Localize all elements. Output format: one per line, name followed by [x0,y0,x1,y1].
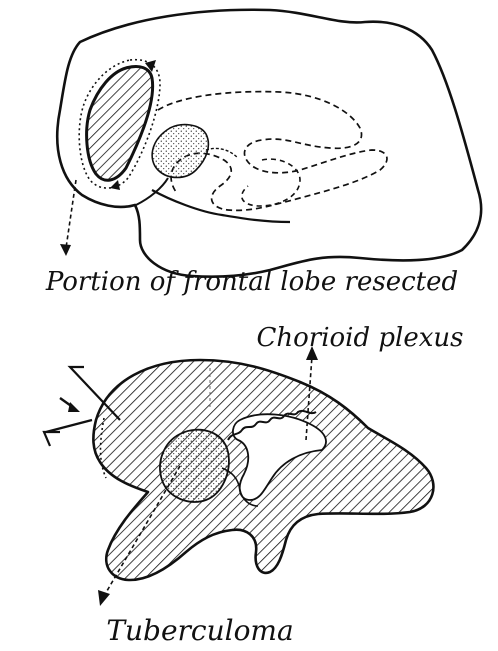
resection-pointer [66,180,76,248]
tuberculoma-label: Tuberculoma [106,614,293,647]
resection-pointer-head [60,244,71,256]
incision-bracket-lower [44,420,92,446]
bottom-ventricle-figure [44,346,433,606]
frontal-lobe-label: Portion of frontal lobe resected [45,267,458,297]
top-brain-figure [57,10,481,277]
tuberculoma-pointer-head [98,590,110,606]
tuberculoma-bottom [160,430,229,502]
choroid-plexus-label: Chorioid plexus [256,323,463,353]
approach-arrow-head [68,402,80,412]
